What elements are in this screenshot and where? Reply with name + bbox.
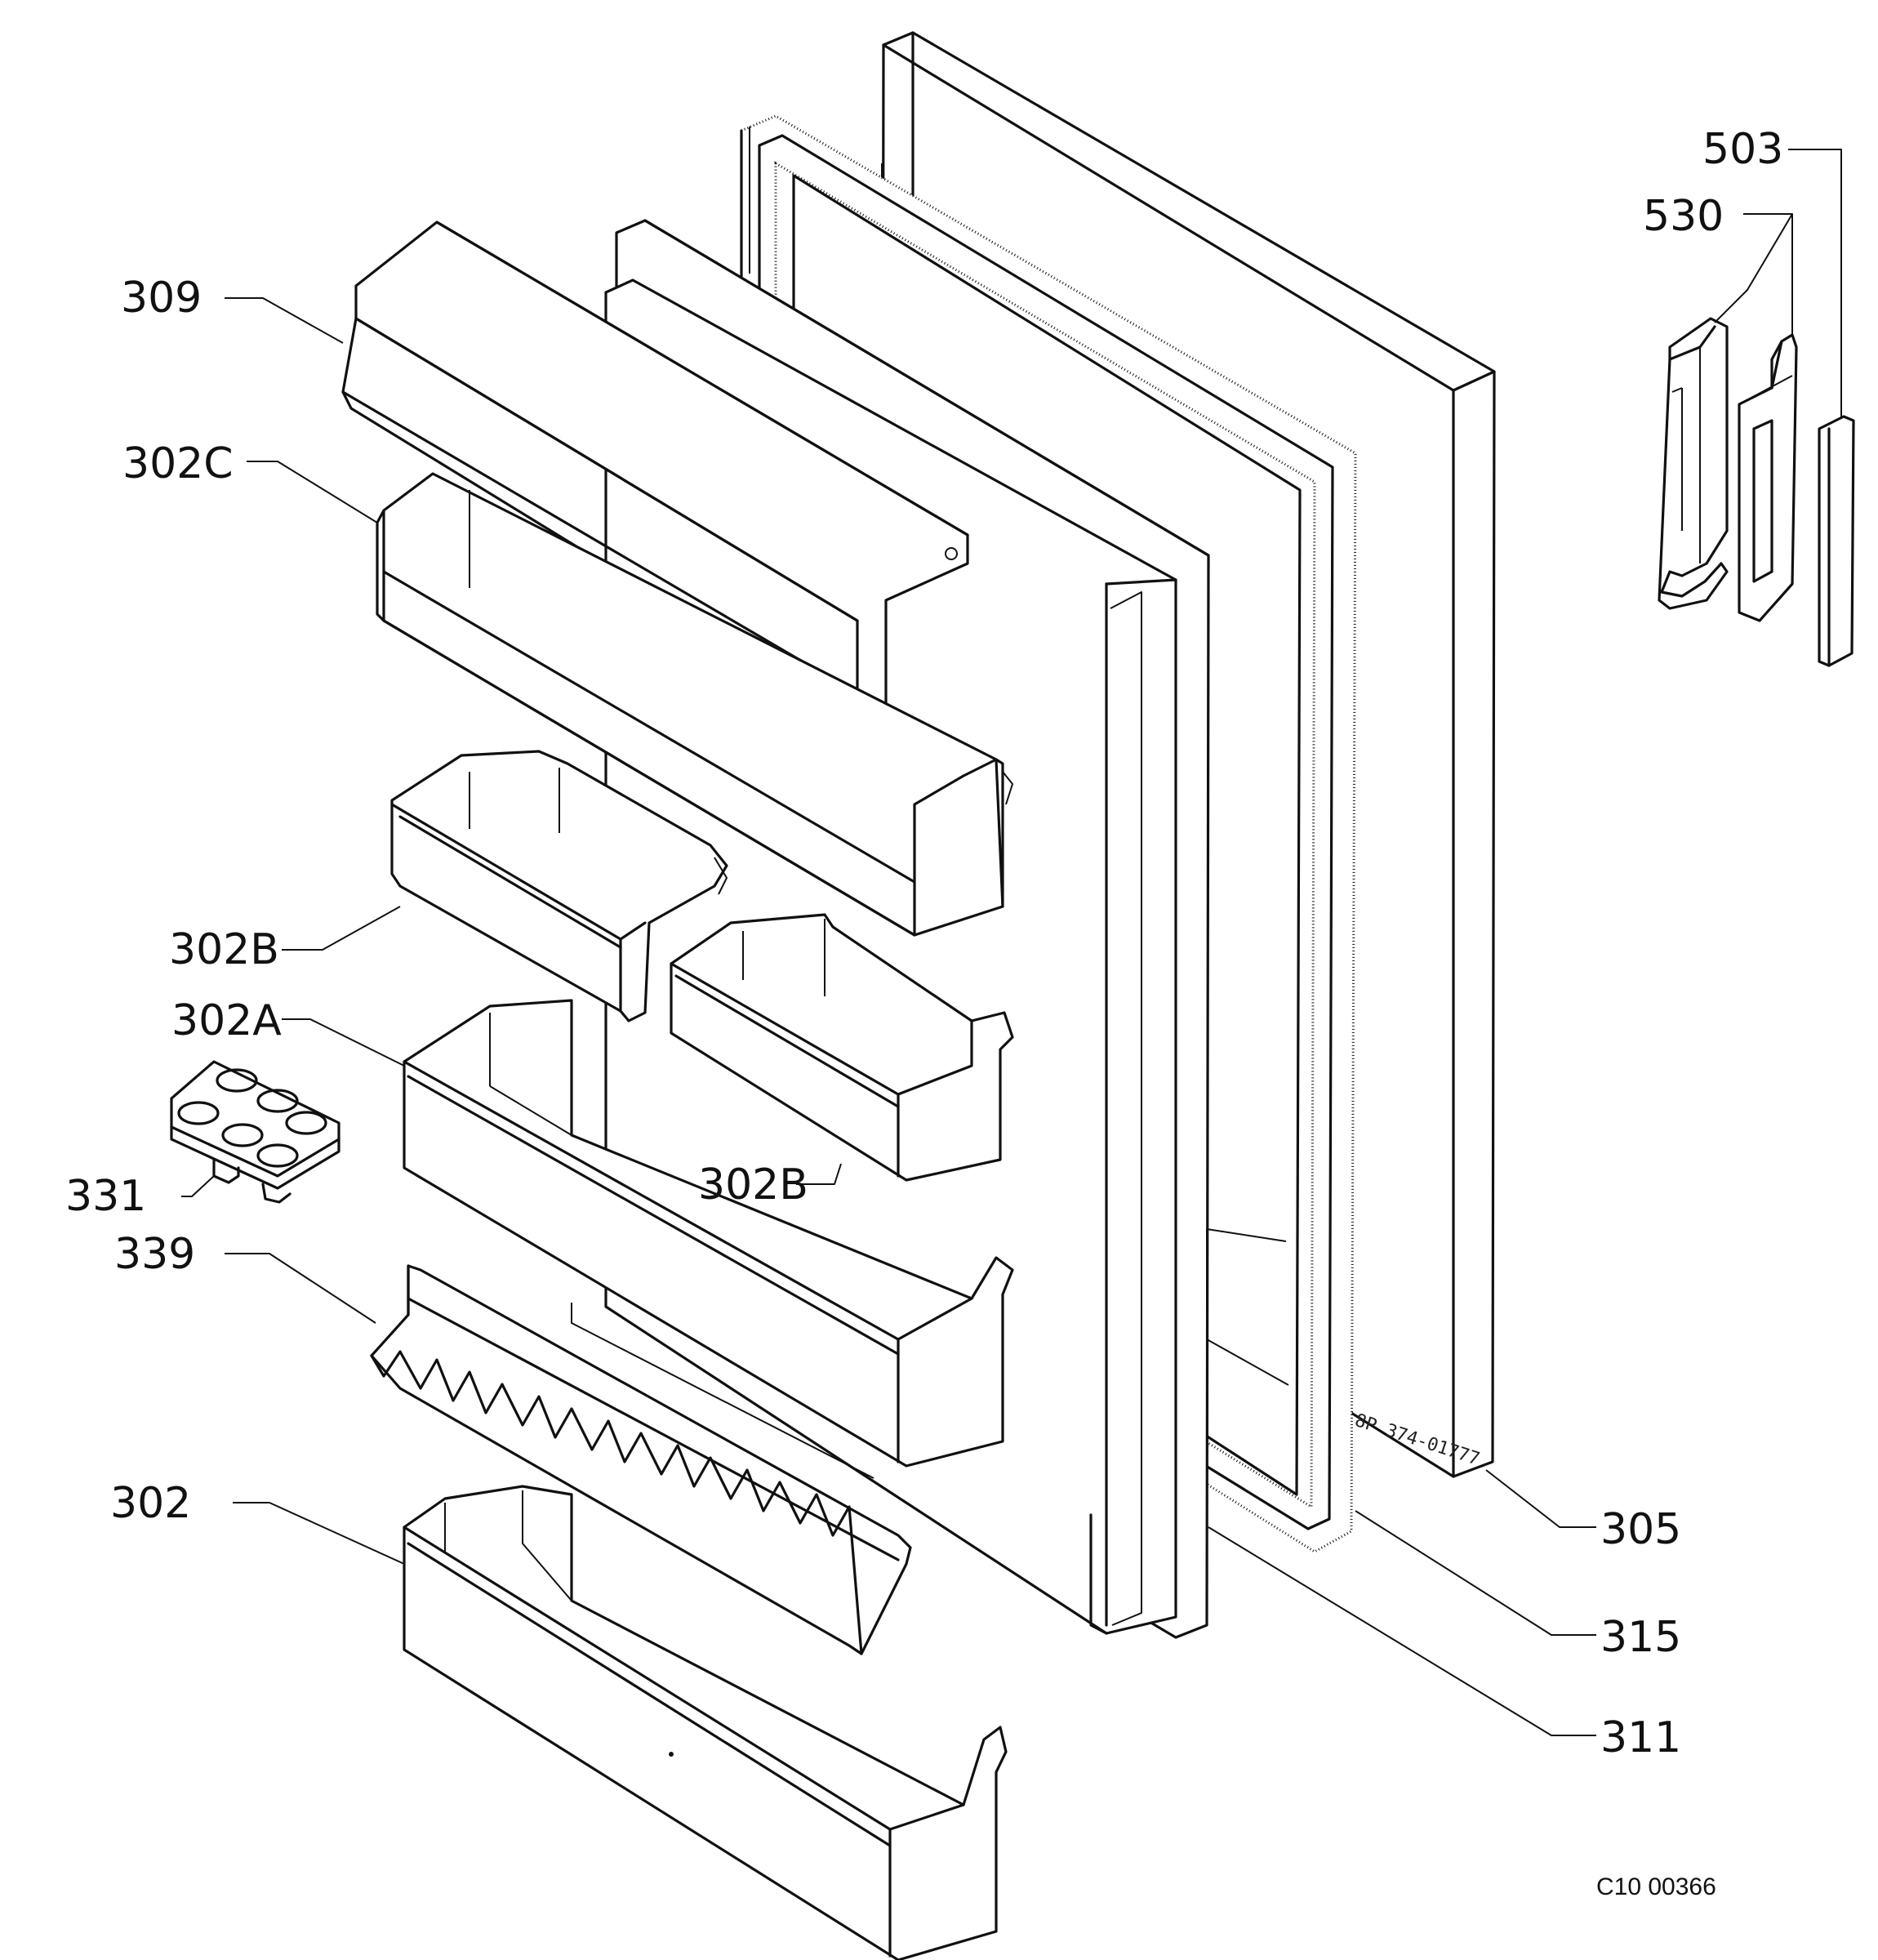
- label-503: 503: [1702, 125, 1783, 174]
- hinge-bracket-530-left: [1658, 317, 1729, 610]
- label-309: 309: [121, 274, 202, 323]
- label-311: 311: [1600, 1713, 1681, 1762]
- label-302b-upper: 302B: [169, 925, 279, 974]
- label-305: 305: [1600, 1505, 1681, 1554]
- leader-lines: [181, 149, 1842, 1736]
- label-302: 302: [110, 1479, 191, 1528]
- door-shelf-302c: [376, 472, 1013, 937]
- drawing-code: C10 00366: [1596, 1873, 1716, 1900]
- label-331: 331: [65, 1172, 146, 1221]
- bottle-retainer-339: [370, 1264, 912, 1655]
- label-339: 339: [114, 1230, 195, 1279]
- hinge-bracket-530-right: [1738, 333, 1798, 622]
- egg-tray-331: [170, 1060, 340, 1204]
- door-shelf-302b-upper: [390, 750, 728, 1022]
- label-315: 315: [1600, 1613, 1681, 1662]
- label-302c: 302C: [122, 439, 234, 488]
- door-shelf-302a: [403, 999, 1014, 1479]
- door-shelf-302b-lower: [670, 913, 1014, 1182]
- hinge-cover-503: [1818, 415, 1855, 667]
- label-302b-lower: 302B: [698, 1160, 808, 1209]
- label-530: 530: [1643, 192, 1724, 241]
- door-shelf-302: [403, 1485, 1008, 1960]
- label-302a: 302A: [171, 996, 282, 1045]
